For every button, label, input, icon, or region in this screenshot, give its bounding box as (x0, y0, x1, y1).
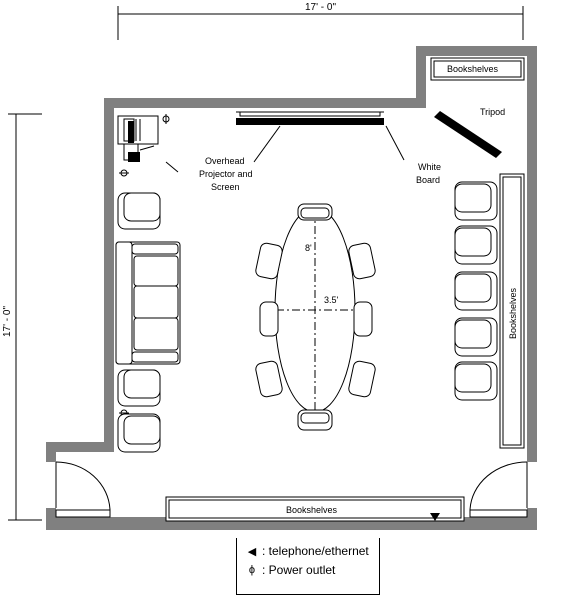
whiteboard-label-2: Board (416, 175, 440, 185)
bookshelves-top: Bookshelves (430, 57, 525, 81)
armchair (454, 317, 498, 357)
conference-table: 8' 3.5' (274, 207, 356, 413)
tripod: Tripod (434, 107, 505, 158)
table-chair (348, 242, 376, 280)
legend-telephone-label: : telephone/ethernet (262, 544, 369, 558)
tripod-label: Tripod (480, 107, 505, 117)
telephone-icon (430, 513, 440, 521)
telephone-icon: ◀ (247, 545, 257, 558)
armchair (117, 192, 161, 230)
bookshelves-top-label: Bookshelves (447, 64, 499, 74)
projector-label-1: Overhead (205, 156, 245, 166)
left-dimension-label: 17' - 0" (2, 306, 13, 337)
left-dimension: 17' - 0" (2, 113, 42, 521)
armchair (454, 361, 498, 401)
armchair (454, 181, 498, 221)
projector-label-3: Screen (211, 182, 240, 192)
top-dimension-label: 17' - 0" (305, 2, 336, 13)
bookshelves-bottom: Bookshelves (165, 496, 465, 522)
table-chair (259, 301, 279, 337)
bookshelves-right-label: Bookshelves (508, 287, 518, 339)
armchair (454, 271, 498, 311)
bookshelves-bottom-label: Bookshelves (286, 505, 338, 515)
left-door[interactable] (55, 461, 111, 511)
legend-telephone: ◀ : telephone/ethernet (245, 544, 369, 558)
sofa (115, 241, 181, 365)
table-width-label: 3.5' (324, 295, 339, 305)
legend-power: ϕ : Power outlet (245, 563, 335, 577)
projector-leader (253, 125, 281, 163)
legend: ◀ : telephone/ethernet ϕ : Power outlet (236, 538, 380, 595)
power-outlet-icon (162, 114, 170, 124)
power-outlet-icon: ϕ (248, 564, 256, 576)
legend-power-label: : Power outlet (262, 563, 336, 577)
armchair (454, 225, 498, 265)
right-door[interactable] (469, 461, 528, 511)
whiteboard-leader (385, 125, 405, 161)
door-lintels (55, 509, 528, 518)
projector-cart (117, 115, 159, 162)
projector-pointer (165, 161, 179, 173)
table-chair (297, 409, 333, 431)
table-length-label: 8' (305, 243, 312, 253)
bookshelves-right: Bookshelves (499, 173, 525, 449)
table-chair (297, 203, 333, 221)
whiteboard-label-1: White (418, 162, 441, 172)
table-chair (255, 360, 283, 398)
table-chair (353, 301, 373, 337)
power-outlet-icon (119, 169, 129, 177)
armchair (117, 369, 161, 407)
table-chair (348, 360, 376, 398)
armchair (117, 413, 161, 453)
table-chair (255, 242, 283, 280)
top-dimension: 17' - 0" (117, 2, 524, 40)
overhead-screen (236, 111, 384, 125)
projector-label-2: Projector and (199, 169, 253, 179)
